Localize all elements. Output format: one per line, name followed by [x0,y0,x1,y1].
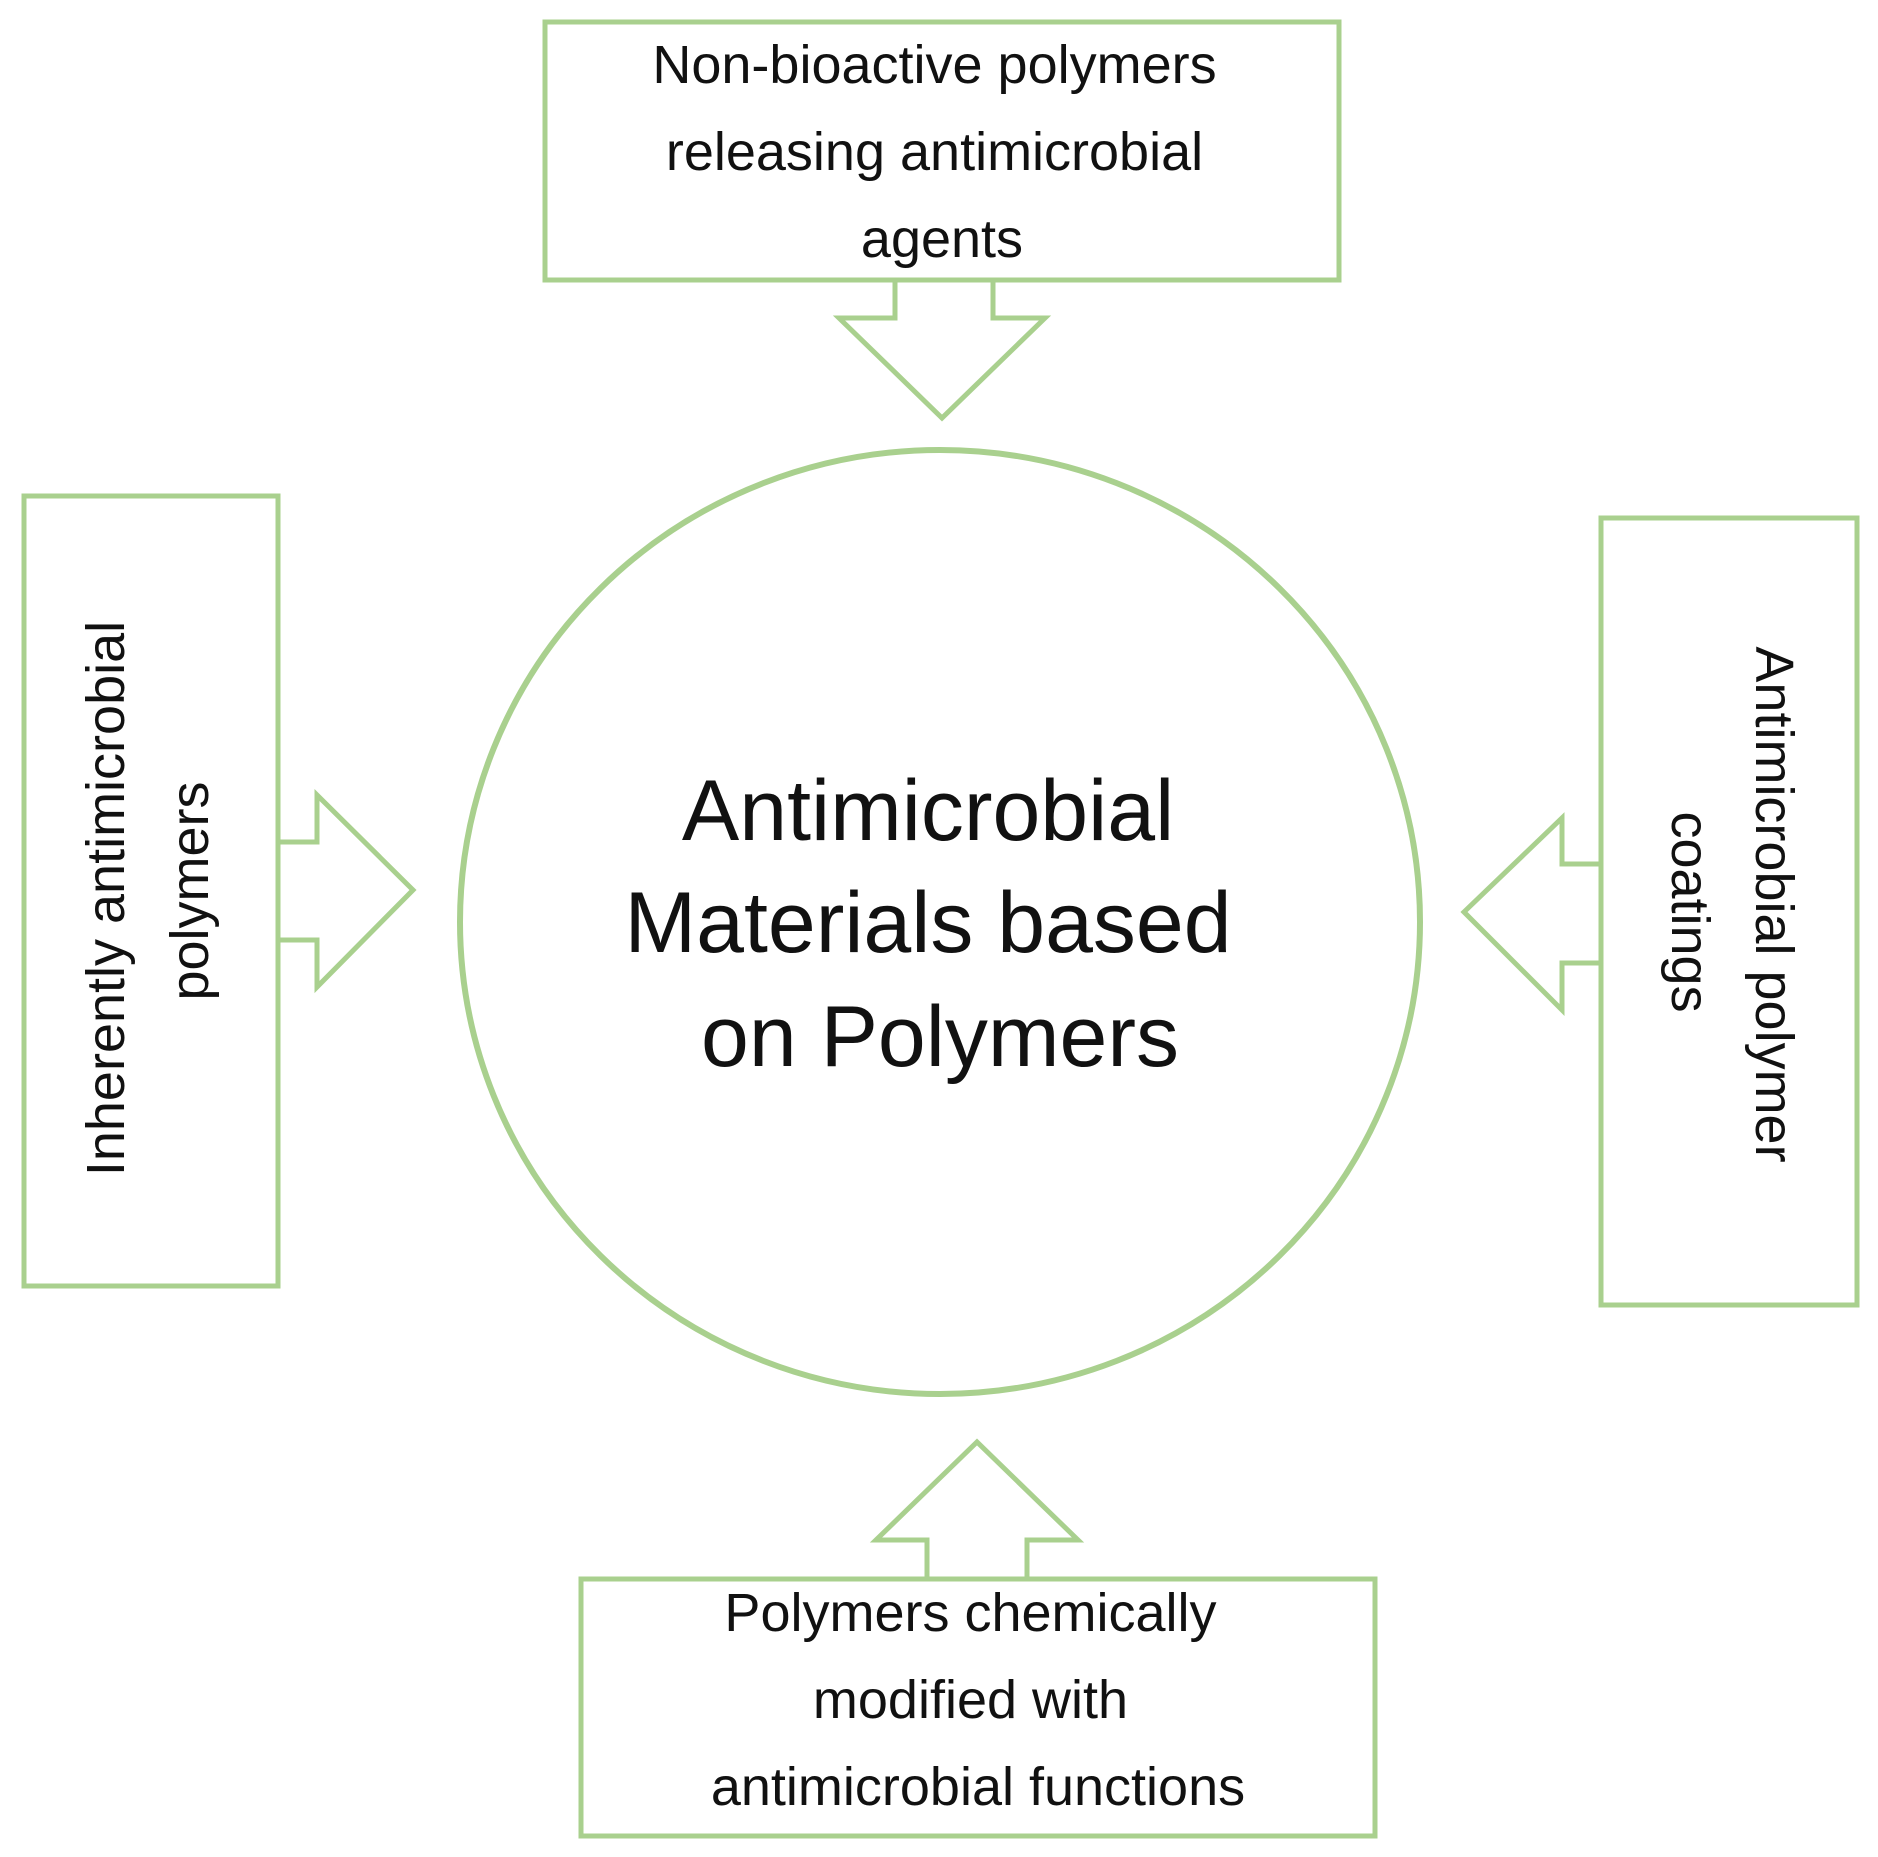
right-category-label-line: coatings [1660,811,1720,1012]
bottom-category-label-line: Polymers chemically [724,1583,1216,1643]
top-category-label-line: releasing antimicrobial [666,122,1203,182]
top-category-label-line: agents [861,209,1023,269]
left-category-label-line: polymers [160,781,220,1000]
right-category-label: Antimicrobial polymer coatings [1660,646,1804,1177]
top-category-group [542,19,1342,422]
right-category-label-line: Antimicrobial polymer [1744,646,1804,1162]
bottom-category-label-line: modified with [813,1670,1128,1730]
center-label: Antimicrobial Materials based on Polymer… [625,763,1256,1085]
right-category-group [1460,515,1860,1308]
center-label-line: Antimicrobial [682,763,1174,859]
left-arrow [275,789,417,994]
right-category-box [1598,515,1860,1308]
top-category-label: Non-bioactive polymers releasing antimic… [652,35,1231,269]
bottom-category-group [578,1438,1378,1839]
top-category-box [542,19,1342,283]
top-arrow [832,277,1052,422]
left-category-box [21,493,281,1289]
center-label-line: on Polymers [701,989,1179,1085]
left-category-label-line: Inherently antimicrobial [76,621,136,1176]
bottom-category-box [578,1576,1378,1839]
center-circle [457,447,1423,1397]
left-category-group [21,493,417,1289]
right-arrow [1460,812,1604,1017]
bottom-arrow [869,1438,1085,1582]
top-category-label-line: Non-bioactive polymers [652,35,1216,95]
bottom-category-label: Polymers chemically modified with antimi… [711,1583,1245,1817]
center-label-line: Materials based [625,875,1232,971]
left-category-label: Inherently antimicrobial polymers [76,606,220,1176]
bottom-category-label-line: antimicrobial functions [711,1757,1245,1817]
